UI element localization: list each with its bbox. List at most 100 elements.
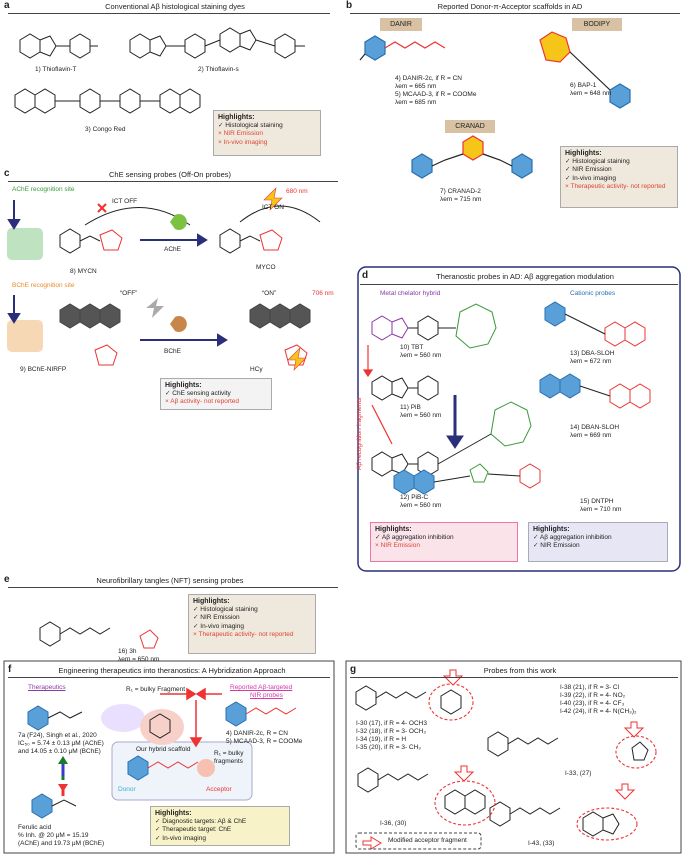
- highlights-e-title: Highlights:: [193, 598, 230, 605]
- panel-label-f: f: [8, 664, 12, 675]
- cationic-label: Cationic probes: [570, 290, 616, 297]
- mol-12-name: 12) PiB-C: [400, 494, 429, 501]
- mol-7-label: 7) CRANAD-2 λem = 715 nm: [440, 188, 481, 204]
- ferulic-inh2: (AChE) and 19.73 μM (BChE): [18, 840, 105, 847]
- highlight-item: NIR Emission: [218, 130, 316, 138]
- mol-14-label: 14) DBAN-SLOH λem = 669 nm: [570, 424, 619, 440]
- panel-title-b: Reported Donor-π-Acceptor scaffolds in A…: [437, 2, 583, 11]
- highlights-a: Highlights: Histological staining NIR Em…: [213, 110, 321, 156]
- highlight-item: In-vivo imaging: [193, 623, 311, 631]
- highlight-item: Diagnostic targets: Aβ & ChE: [155, 818, 285, 826]
- bche-label: BChE: [164, 348, 181, 355]
- highlights-d1: Highlights: Aβ aggregation inhibition NI…: [370, 522, 518, 562]
- highlight-item: Therapeutic activity- not reported: [193, 631, 311, 639]
- tag-bodipy: BODIPY: [572, 18, 622, 31]
- panel-title-d: Theranostic probes in AD: Aβ aggregation…: [436, 272, 614, 281]
- highlight-item: ChE sensing activity: [165, 390, 267, 398]
- highlight-item: Histological staining: [565, 158, 673, 166]
- ache-label: AChE: [164, 246, 181, 253]
- mol-1-label: 1) Thioflavin-T: [35, 66, 77, 73]
- highlights-e: Highlights: Histological staining NIR Em…: [188, 594, 316, 654]
- i33-label: I-33, (27): [565, 770, 592, 777]
- highlight-item: Aβ aggregation inhibition: [533, 534, 663, 542]
- highlight-item: NIR Emission: [193, 614, 311, 622]
- mol-4-lambda: λem = 665 nm: [395, 83, 437, 90]
- mol-2-label: 2) Thioflavin-s: [198, 66, 239, 73]
- highlights-c-title: Highlights:: [165, 382, 202, 389]
- mol-7a-ic50b: and 14.05 ± 0.10 μM (BChE): [18, 748, 101, 755]
- highlight-item: Histological staining: [193, 606, 311, 614]
- nir-probes-label: NIR probes: [250, 692, 283, 699]
- mol-10-lambda: λem = 560 nm: [400, 352, 442, 359]
- bche-site-label: BChE recognition site: [12, 282, 75, 289]
- ferulic-name: Ferulic acid: [18, 824, 52, 831]
- g-r2: I-39 (22), if R = 4- NO₂: [560, 692, 626, 699]
- acceptor-label: Acceptor: [206, 786, 232, 793]
- highlight-item: NIR Emission: [375, 542, 513, 550]
- recognition-fragments-label: Aβ recognition fragments: [356, 397, 363, 470]
- mol-15-label: 15) DNTPH λem = 710 nm: [580, 498, 621, 514]
- tag-danir: DANIR: [380, 18, 422, 31]
- panel-title-a: Conventional Aβ histological staining dy…: [105, 2, 245, 11]
- highlight-item: NIR Emission: [533, 542, 663, 550]
- mol-15-name: 15) DNTPH: [580, 498, 614, 505]
- mol-11-name: 11) PiB: [400, 404, 421, 411]
- highlights-d2: Highlights: Aβ aggregation inhibition NI…: [528, 522, 668, 562]
- mol-5-name: 5) MCAAD-3, if R = COOMe: [395, 91, 477, 98]
- highlight-item: In-vivo imaging: [218, 139, 316, 147]
- highlight-item: NIR Emission: [565, 166, 673, 174]
- mol-16-label: 16) 3h λem = 650 nm: [118, 648, 159, 664]
- highlight-item: Therapeutic activity- not reported: [565, 183, 673, 191]
- mol-13-label: 13) DBA-SLOH λem = 672 nm: [570, 350, 614, 366]
- ict-off-label: ICT OFF: [112, 198, 138, 205]
- panel-label-b: b: [346, 0, 353, 11]
- mol-4-name-f: 4) DANIR-2c, R = CN: [226, 730, 288, 737]
- r1-label: R₁ = bulky Fragment: [126, 686, 186, 693]
- mol-13-lambda: λem = 672 nm: [570, 358, 612, 365]
- therapeutics-label: Therapeutics: [28, 684, 66, 691]
- highlight-item: Therapeutic target: ChE: [155, 826, 285, 834]
- i43-label: I-43, (33): [528, 840, 555, 847]
- panel-label-a: a: [4, 0, 10, 11]
- mol-4-label: 4) DANIR-2c, if R = CN λem = 665 nm 5) M…: [395, 75, 476, 107]
- r1c-label: fragments: [214, 758, 243, 765]
- mol-5-lambda: λem = 685 nm: [395, 99, 437, 106]
- mol-14-name: 14) DBAN-SLOH: [570, 424, 620, 431]
- g-r4: I-42 (24), if R = 4- N(CH₃)₂: [560, 708, 637, 715]
- mol-6-label: 6) BAP-1 λem = 648 nm: [570, 82, 611, 98]
- ferulic-inh: % Inh. @ 20 μM = 15.19: [18, 832, 89, 839]
- ferulic-label: Ferulic acid % Inh. @ 20 μM = 15.19 (ACh…: [18, 824, 104, 848]
- mol-16-name: 16) 3h: [118, 648, 137, 655]
- mol-7a-label: 7a (F24), Singh et al., 2020 IC₅₀ = 5.74…: [18, 732, 104, 756]
- highlight-item: In-vivo imaging: [155, 835, 285, 843]
- hybrid-label: Our hybrid scaffold: [136, 746, 191, 753]
- mol-9-label: 9) BChE-NIRFP: [20, 366, 67, 373]
- mol-10-name: 10) TBT: [400, 344, 424, 351]
- mol-11-label: 11) PiB λem = 560 nm: [400, 404, 441, 420]
- highlights-d1-title: Highlights:: [375, 526, 412, 533]
- highlight-item: In-vivo imaging: [565, 175, 673, 183]
- mol-8-label: 8) MYCN: [70, 268, 97, 275]
- highlights-f: Highlights: Diagnostic targets: Aβ & ChE…: [150, 806, 290, 846]
- mol-14-lambda: λem = 669 nm: [570, 432, 612, 439]
- tag-cranad: CRANAD: [445, 120, 495, 133]
- highlights-a-title: Highlights:: [218, 114, 255, 121]
- mol-12-label: 12) PiB-C λem = 560 nm: [400, 494, 441, 510]
- g-l3: I-34 (19), if R = H: [356, 736, 407, 743]
- mol-13-name: 13) DBA-SLOH: [570, 350, 615, 357]
- mol-12-lambda: λem = 560 nm: [400, 502, 442, 509]
- panel-title-e: Neurofibrillary tangles (NFT) sensing pr…: [96, 576, 244, 585]
- mol-11-lambda: λem = 560 nm: [400, 412, 442, 419]
- mol-16-lambda: λem = 650 nm: [118, 656, 160, 663]
- modified-acceptor-label: Modified acceptor fragment: [388, 837, 467, 844]
- panel-label-d: d: [362, 270, 369, 281]
- r1b-label: R₁ = bulky: [214, 750, 244, 757]
- highlights-b: Highlights: Histological staining NIR Em…: [560, 146, 678, 208]
- panel-label-g: g: [350, 664, 357, 675]
- on-label: “ON”: [262, 290, 277, 297]
- metal-chelator-label: Metal chelator hybrid: [380, 290, 441, 297]
- g-l4: I-35 (20), if R = 3- CH₃: [356, 744, 421, 751]
- g-l1: I-30 (17), if R = 4- OCH3: [356, 720, 427, 727]
- ict-on-label: ICT ON: [262, 204, 284, 211]
